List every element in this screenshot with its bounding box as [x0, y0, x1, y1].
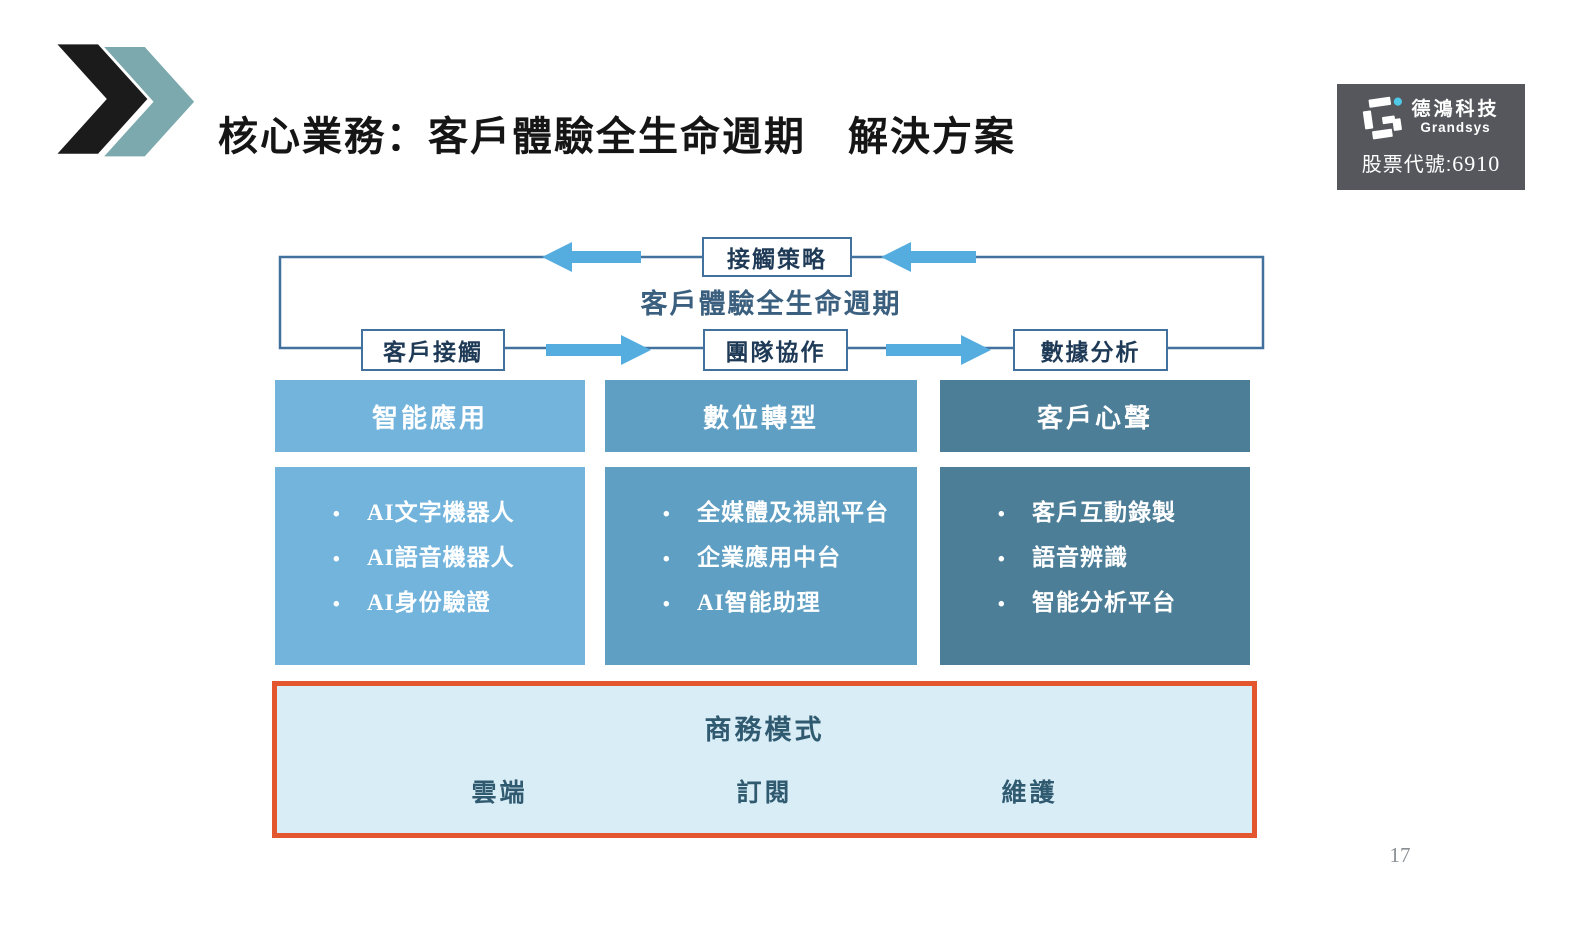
- logo-row: 德鴻科技 Grandsys: [1362, 95, 1499, 141]
- business-model-box: 商務模式 雲端 訂閱 維護: [272, 681, 1257, 838]
- list-item: 全媒體及視訊平台: [663, 490, 917, 535]
- business-model-item-maintenance: 維護: [1001, 779, 1058, 807]
- node-touch-strategy: 接觸策略: [702, 237, 852, 277]
- business-model-items: 雲端 訂閱 維護: [277, 773, 1252, 809]
- page-number: 17: [1389, 843, 1411, 867]
- business-model-title: 商務模式: [704, 715, 825, 745]
- list-item: 企業應用中台: [663, 535, 917, 580]
- company-logo-card: 德鴻科技 Grandsys 股票代號:6910: [1337, 84, 1525, 190]
- bullet-list: 全媒體及視訊平台 企業應用中台 AI智能助理: [605, 467, 917, 625]
- arrow-right-bottom-1-icon: [546, 335, 651, 365]
- company-name-zh: 德鴻科技: [1411, 99, 1500, 121]
- column-header-voice-of-customer: 客戶心聲: [940, 380, 1250, 452]
- stock-code: 股票代號:6910: [1361, 151, 1501, 176]
- list-item: 客戶互動錄製: [998, 490, 1250, 535]
- lifecycle-label: 客戶體驗全生命週期: [640, 289, 902, 319]
- company-names: 德鴻科技 Grandsys: [1411, 100, 1499, 135]
- arrow-left-top-1-icon: [542, 242, 641, 272]
- node-customer-touch: 客戶接觸: [361, 329, 505, 371]
- node-data-analysis: 數據分析: [1013, 329, 1168, 371]
- business-model-item-subscription: 訂閱: [736, 779, 793, 807]
- column-header-smart-apps: 智能應用: [275, 380, 585, 452]
- column-body-voice-of-customer: 客戶互動錄製 語音辨識 智能分析平台: [940, 467, 1250, 665]
- column-body-digital-transformation: 全媒體及視訊平台 企業應用中台 AI智能助理: [605, 467, 917, 665]
- bullet-list: 客戶互動錄製 語音辨識 智能分析平台: [940, 467, 1250, 625]
- chevron-logo-icon: [53, 42, 195, 157]
- column-header-digital-transformation: 數位轉型: [605, 380, 917, 452]
- bullet-list: AI文字機器人 AI語音機器人 AI身份驗證: [275, 467, 585, 625]
- grandsys-g-icon: [1363, 96, 1403, 140]
- node-team-collaboration: 團隊協作: [703, 329, 848, 371]
- list-item: AI身份驗證: [333, 580, 585, 625]
- column-body-smart-apps: AI文字機器人 AI語音機器人 AI身份驗證: [275, 467, 585, 665]
- company-name-en: Grandsys: [1420, 119, 1491, 135]
- list-item: AI智能助理: [663, 580, 917, 625]
- list-item: AI語音機器人: [333, 535, 585, 580]
- arrow-right-bottom-2-icon: [886, 335, 991, 365]
- list-item: AI文字機器人: [333, 490, 585, 535]
- page-title: 核心業務：客戶體驗全生命週期 解決方案: [218, 115, 1016, 159]
- list-item: 智能分析平台: [998, 580, 1250, 625]
- business-model-item-cloud: 雲端: [471, 779, 528, 807]
- arrow-left-top-2-icon: [881, 242, 976, 272]
- chevron-teal: [104, 47, 195, 157]
- list-item: 語音辨識: [998, 535, 1250, 580]
- chevron-black: [53, 42, 151, 156]
